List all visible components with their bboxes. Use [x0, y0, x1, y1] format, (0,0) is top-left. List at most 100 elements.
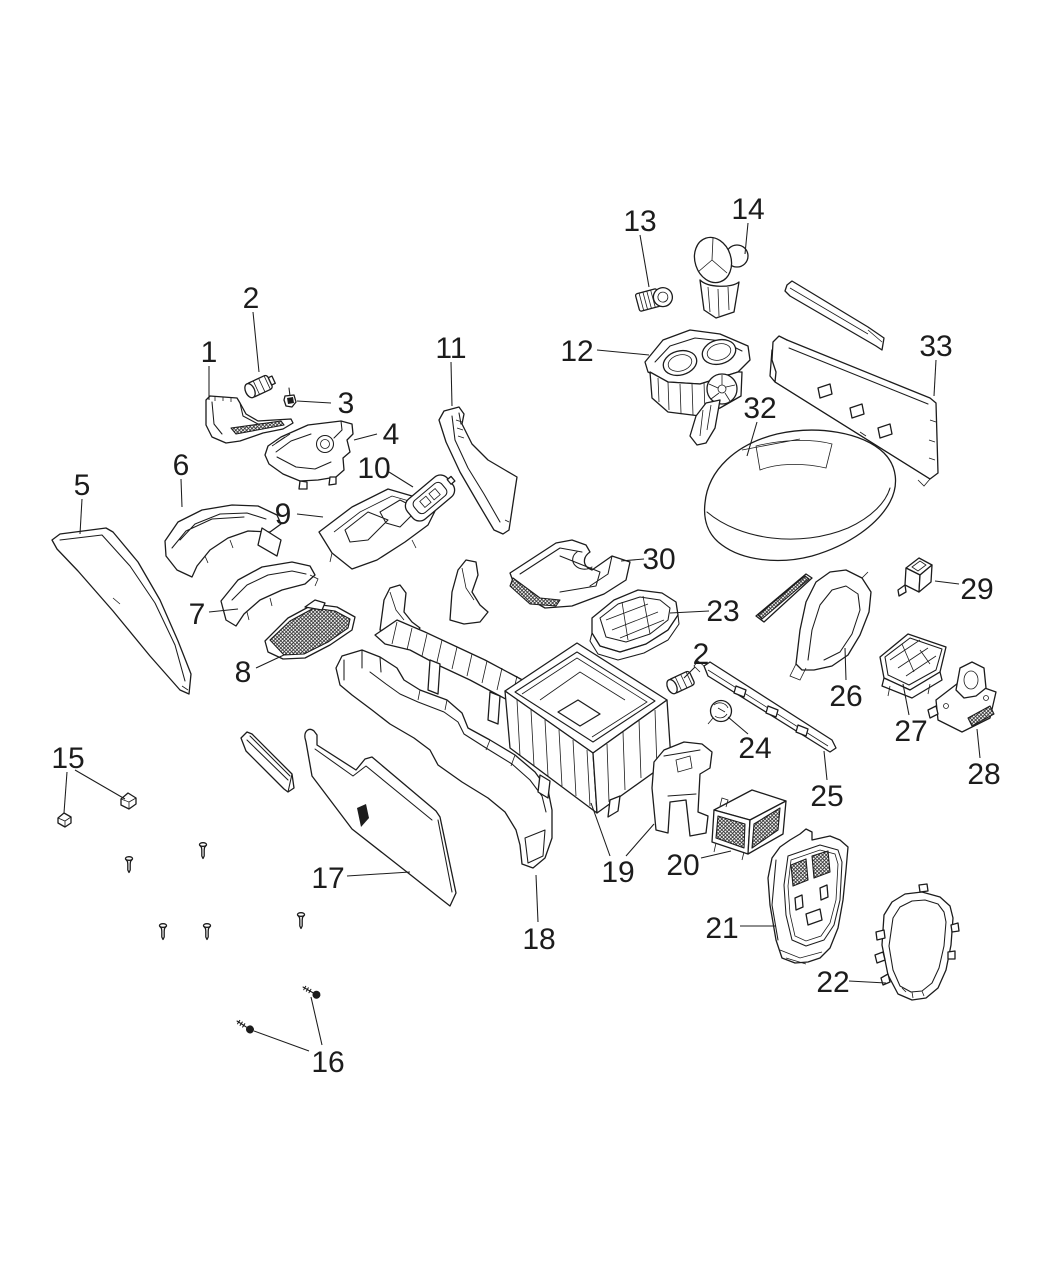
callout-32-leader-1 — [746, 421, 758, 457]
part-11-side-applique-right — [438, 406, 518, 535]
callout-2a-label: 2 — [243, 282, 260, 315]
part-33-rear-trim-strip — [784, 280, 885, 351]
callout-9-label: 9 — [275, 498, 292, 531]
part-22-rear-bezel-frame — [874, 883, 960, 1001]
callout-7-label: 7 — [189, 598, 206, 631]
callout-25-leader-1 — [823, 750, 828, 781]
callout-27-label: 27 — [894, 715, 927, 748]
callout-20-leader-1 — [700, 850, 732, 859]
callout-24-label: 24 — [738, 732, 771, 765]
callout-30-leader-1 — [620, 558, 645, 562]
part-2-lighter-element-lower — [666, 670, 695, 695]
part-26-armrest-support — [755, 569, 872, 681]
callout-10-leader-1 — [388, 471, 414, 488]
callout-23-leader-1 — [669, 610, 710, 614]
callout-20-label: 20 — [666, 849, 699, 882]
callout-19-leader-1 — [590, 802, 611, 857]
part-28-latch-bracket — [927, 661, 997, 733]
part-33-rear-closeout-panel — [769, 335, 939, 487]
callout-28-label: 28 — [967, 758, 1000, 791]
callout-33-leader-1 — [933, 359, 937, 397]
part-12-cupholder-assembly — [644, 329, 751, 446]
loose-mounting-screws — [124, 842, 306, 941]
part-20-rear-vent-outlet — [711, 789, 787, 861]
callout-8-label: 8 — [235, 656, 252, 689]
callout-2b-leader-1 — [683, 666, 696, 679]
callout-8-leader-1 — [255, 653, 287, 669]
callout-13-label: 13 — [623, 205, 656, 238]
callout-7-leader-1 — [208, 608, 239, 613]
callout-14-leader-1 — [744, 222, 749, 255]
callout-18-label: 18 — [522, 923, 555, 956]
callout-5-label: 5 — [74, 469, 91, 502]
callout-17-label: 17 — [311, 862, 344, 895]
callout-21-label: 21 — [705, 912, 738, 945]
part-18-console-duct — [335, 649, 553, 869]
callout-1-label: 1 — [201, 336, 218, 369]
callout-6-leader-1 — [180, 478, 183, 508]
callout-29-label: 29 — [960, 573, 993, 606]
part-29-switch — [897, 557, 933, 597]
callout-10-label: 10 — [357, 452, 390, 485]
callout-26-label: 26 — [829, 680, 862, 713]
callout-17-leader-1 — [346, 871, 411, 877]
callout-19-label: 19 — [601, 856, 634, 889]
callout-18-leader-1 — [535, 874, 539, 923]
callout-5-leader-1 — [79, 498, 83, 535]
callout-11-label: 11 — [435, 332, 466, 365]
part-10-switch-pod — [404, 474, 456, 522]
callout-25-label: 25 — [810, 780, 843, 813]
callout-4-label: 4 — [383, 418, 400, 451]
callout-24-leader-1 — [727, 716, 749, 735]
part-24-knob — [707, 699, 733, 725]
callout-2b-label: 2 — [693, 638, 710, 671]
callout-13-leader-1 — [639, 234, 650, 288]
callout-22-leader-1 — [848, 980, 887, 984]
callout-3-label: 3 — [338, 387, 355, 420]
callout-15-label: 15 — [51, 742, 84, 775]
part-8-rubber-mat — [264, 599, 356, 660]
part-30-console-liner — [509, 539, 631, 609]
callout-30-label: 30 — [642, 543, 675, 576]
callout-15-leader-2 — [63, 771, 68, 814]
callout-27-leader-1 — [902, 683, 910, 716]
part-6-console-bezel-ring — [164, 504, 282, 578]
part-4-shifter-bezel-front — [264, 420, 354, 490]
part-17-console-side-panel — [304, 728, 457, 907]
callout-16-label: 16 — [311, 1046, 344, 1079]
callout-3-leader-1 — [296, 400, 332, 404]
part-3-screw — [283, 387, 297, 408]
callout-12-leader-1 — [596, 349, 650, 356]
callout-4-leader-1 — [353, 433, 378, 441]
part-14-ashtray-cup — [693, 236, 749, 319]
callout-23-label: 23 — [706, 595, 739, 628]
callout-12-label: 12 — [560, 335, 593, 368]
callout-15-leader-1 — [74, 769, 126, 800]
callout-22-label: 22 — [816, 966, 849, 999]
callout-16-leader-1 — [310, 996, 323, 1046]
callout-33-label: 33 — [919, 330, 952, 363]
part-7-bezel-ring-inner — [220, 561, 319, 627]
part-25-mounting-rail — [693, 660, 837, 753]
part-1-console-front-bezel — [205, 395, 294, 444]
part-5-side-applique — [51, 527, 192, 695]
part-19-console-body-bin — [504, 642, 672, 818]
part-27-tray-insert — [879, 633, 947, 699]
callout-28-leader-1 — [976, 728, 981, 759]
part-21-rear-console-panel — [767, 828, 849, 965]
callout-11-leader-1 — [450, 361, 453, 407]
callout-6-label: 6 — [173, 449, 190, 482]
callout-19-leader-2 — [625, 823, 655, 857]
callout-16-leader-2 — [253, 1030, 310, 1052]
part-32-armrest-lid — [703, 429, 897, 562]
callout-14-label: 14 — [731, 193, 764, 226]
trim-strip-left — [240, 731, 295, 793]
part-23-console-tray — [589, 589, 680, 661]
callout-32-label: 32 — [743, 392, 776, 425]
callout-9-leader-1 — [296, 513, 324, 518]
callout-29-leader-1 — [934, 580, 960, 585]
part-16-screws — [236, 985, 321, 1034]
